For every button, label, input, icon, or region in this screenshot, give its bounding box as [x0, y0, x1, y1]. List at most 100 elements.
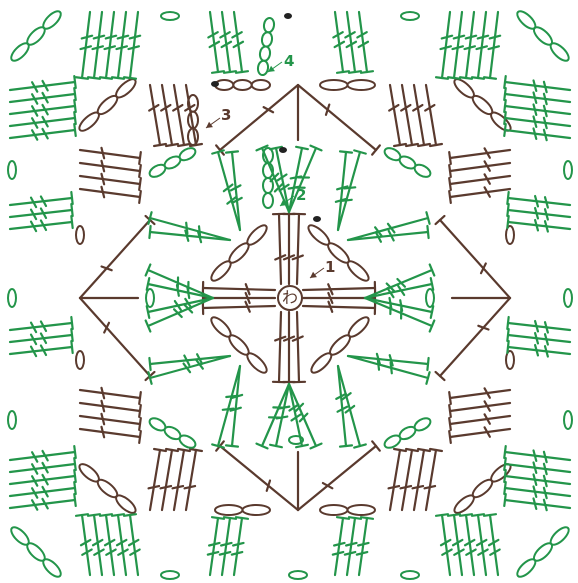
stitch-top-bar [484, 77, 496, 78]
stitch-top-bar [504, 100, 505, 112]
chain-stitch [564, 161, 572, 179]
treble-stitch [220, 85, 298, 150]
stitch-cross-mark [101, 161, 104, 171]
stitch-top-bar [226, 445, 238, 446]
stitch-top-bar [361, 71, 373, 73]
treble-stitch [450, 403, 510, 411]
stitch-top-bar [124, 514, 136, 516]
treble-stitch [106, 12, 114, 78]
stitch-top-bar [224, 71, 236, 73]
chain-stitch [208, 314, 233, 339]
stitch-top-bar [74, 494, 75, 506]
start-dot-icon [313, 216, 321, 222]
chain-stitch [233, 80, 251, 90]
treble-stitch [505, 464, 570, 472]
stitch-cross-mark [534, 486, 537, 496]
treble-stitch [450, 150, 510, 158]
stitch-cross-mark [534, 474, 537, 484]
stitch-top-bar [212, 517, 224, 519]
arrowhead-icon [310, 272, 317, 278]
stitch-top-bar [226, 151, 238, 152]
treble-stitch [442, 12, 450, 78]
chain-stitch [320, 505, 348, 515]
treble-stitch [505, 94, 570, 102]
stitch-top-bar [139, 191, 141, 203]
stitch-top-bar [71, 192, 72, 204]
stitch-top-bar [71, 216, 72, 228]
stitch-cross-mark [544, 452, 547, 462]
treble-stitch [174, 85, 184, 145]
treble-stitch [359, 518, 367, 575]
stitch-top-bar [426, 372, 429, 384]
chain-stitch [564, 289, 572, 307]
stitch-top-bar [354, 150, 366, 153]
treble-stitch [450, 163, 510, 171]
treble-stitch [10, 222, 72, 229]
chain-stitch [261, 32, 273, 48]
stitch-top-bar [236, 71, 248, 73]
chain-stitch [252, 80, 270, 90]
stitch-cross-mark [80, 46, 90, 49]
stitch-cross-mark [544, 106, 547, 116]
treble-stitch [505, 118, 570, 126]
stitch-top-bar [427, 226, 428, 238]
stitch-top-bar [504, 494, 505, 506]
stitch-cross-mark [442, 36, 452, 39]
stitch-top-bar [224, 517, 236, 519]
stitch-cross-mark [545, 334, 548, 344]
chain-stitch [401, 571, 419, 579]
stitch-top-bar [100, 77, 112, 78]
stitch-top-bar [448, 514, 460, 516]
treble-stitch [203, 306, 275, 308]
stitch-top-bar [418, 144, 430, 146]
treble-stitch [466, 12, 474, 78]
stitch-cross-mark [233, 543, 243, 546]
treble-stitch [279, 214, 281, 284]
stitch-top-bar [139, 405, 141, 417]
stitch-cross-mark [378, 359, 379, 370]
stitch-cross-mark [116, 46, 126, 49]
stitch-cross-mark [440, 46, 450, 49]
stitch-top-bar [154, 144, 166, 146]
stitch-top-bar [74, 124, 75, 136]
stitch-top-bar [504, 470, 505, 482]
stitch-cross-mark [413, 486, 424, 488]
round-label-3: 3 [221, 108, 231, 123]
chain-stitch [426, 289, 434, 307]
stitch-top-bar [507, 329, 508, 341]
stitch-top-bar [436, 514, 448, 516]
stitch-top-bar [431, 306, 433, 318]
treble-stitch [390, 85, 400, 145]
treble-stitch [298, 446, 376, 510]
stitch-top-bar [147, 278, 150, 290]
stitch-cross-mark [545, 322, 548, 332]
stitch-cross-mark [545, 209, 548, 219]
stitch-cross-mark [106, 36, 116, 39]
chain-stitch [146, 289, 154, 307]
chain-stitch [243, 505, 271, 515]
treble-stitch [150, 450, 160, 510]
stitch-top-bar [190, 449, 202, 451]
stitch-top-bar [337, 517, 349, 519]
stitch-cross-mark [534, 450, 537, 460]
stitch-cross-mark [478, 36, 488, 39]
chain-stitch [413, 162, 433, 179]
stitch-cross-mark [82, 36, 92, 39]
stitch-cross-mark [389, 486, 400, 488]
stitch-top-bar [507, 216, 508, 228]
stitch-top-bar [507, 341, 508, 353]
chain-stitch [263, 17, 275, 33]
chain-stitch [215, 505, 243, 515]
treble-stitch [118, 12, 126, 78]
treble-stitch [414, 450, 424, 510]
treble-stitch [276, 384, 289, 446]
treble-stitch [298, 85, 376, 150]
treble-stitch [450, 390, 510, 398]
stitch-top-bar [460, 77, 472, 78]
stitch-cross-mark [535, 220, 538, 230]
treble-stitch [94, 12, 102, 78]
stitch-top-bar [71, 204, 72, 216]
stitch-cross-mark [535, 345, 538, 355]
chain-stitch [113, 76, 138, 100]
chain-stitch [263, 178, 273, 193]
